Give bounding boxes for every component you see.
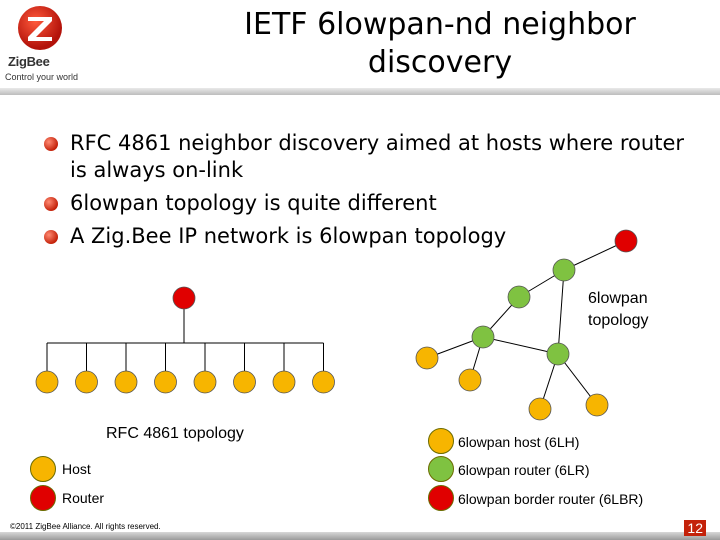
rfc-topology-label: RFC 4861 topology <box>106 425 244 442</box>
lowpan-edge <box>482 336 559 355</box>
zigbee-logo-icon <box>18 6 62 50</box>
bullet-icon <box>44 137 58 151</box>
lowpan-host-node <box>415 346 439 370</box>
zigbee-logo: ZigBee Control your world <box>0 0 110 86</box>
lowpan-topology-label: 6lowpan topology <box>588 288 649 332</box>
legend-6lh-label: 6lowpan host (6LH) <box>458 434 580 450</box>
brand-name: ZigBee <box>8 54 50 69</box>
brand-tagline: Control your world <box>5 72 79 82</box>
legend-host-label: Host <box>62 461 91 477</box>
lowpan-host-node <box>528 397 552 421</box>
lowpan-edge <box>563 240 627 271</box>
legend-6lh-symbol <box>428 428 454 454</box>
lowpan-router-node <box>507 285 531 309</box>
lowpan-router-node <box>552 258 576 282</box>
bullet-icon <box>44 197 58 211</box>
bullet-text: 6lowpan topology is quite different <box>70 191 437 215</box>
rfc-host-node <box>154 370 177 394</box>
bullet-text: A Zig.Bee IP network is 6lowpan topology <box>70 224 507 248</box>
lowpan-edge <box>557 269 565 355</box>
rfc-host-node <box>114 370 138 394</box>
rfc-host-node <box>75 370 98 394</box>
legend-host-symbol <box>30 456 56 482</box>
lowpan-topology-label-line2: topology <box>588 312 649 329</box>
bullet-item: A Zig.Bee IP network is 6lowpan topology <box>44 223 694 250</box>
legend-router-label: Router <box>62 490 105 506</box>
lowpan-topology-label-line1: 6lowpan <box>588 290 648 307</box>
rfc-router-node <box>172 286 196 310</box>
legend-6lr-label: 6lowpan router (6LR) <box>458 462 590 478</box>
slide-title: IETF 6lowpan-nd neighbor discovery <box>180 6 700 82</box>
rfc-host-node <box>233 370 256 394</box>
slide-title-line1: IETF 6lowpan-nd neighbor <box>244 7 636 42</box>
rfc-host-node <box>193 370 217 394</box>
bullet-text: RFC 4861 neighbor discovery aimed at hos… <box>70 131 685 182</box>
legend-6lbr-symbol <box>428 485 454 511</box>
header-divider <box>0 88 720 95</box>
legend-router-symbol <box>30 485 56 511</box>
rfc-host-node <box>272 370 296 394</box>
bullet-item: 6lowpan topology is quite different <box>44 190 694 217</box>
lowpan-border-router-node <box>614 229 638 253</box>
lowpan-router-node <box>546 342 570 366</box>
legend-6lr-symbol <box>428 456 454 482</box>
rfc-host-node <box>35 370 59 394</box>
bullet-item: RFC 4861 neighbor discovery aimed at hos… <box>44 130 694 184</box>
page-number: 12 <box>684 520 706 536</box>
rfc-host-node <box>312 370 335 394</box>
legend-6lbr-label: 6lowpan border router (6LBR) <box>458 491 644 507</box>
lowpan-host-node <box>585 393 609 417</box>
lowpan-host-node <box>458 368 482 392</box>
copyright-text: ©2011 ZigBee Alliance. All rights reserv… <box>10 522 161 531</box>
footer-bar <box>0 532 720 540</box>
bullet-list: RFC 4861 neighbor discovery aimed at hos… <box>44 130 694 256</box>
slide-title-line2: discovery <box>367 45 513 80</box>
bullet-icon <box>44 230 58 244</box>
lowpan-router-node <box>471 325 495 349</box>
